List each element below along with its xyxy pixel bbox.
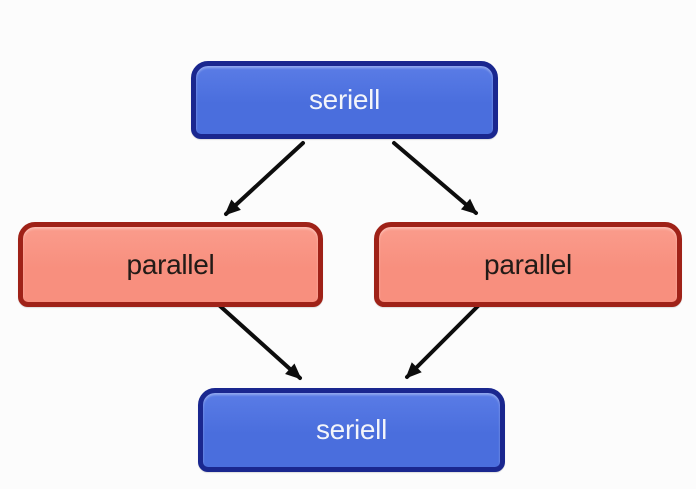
arrow-right-to-bottom: [405, 304, 480, 379]
node-seriell-top: seriell: [191, 61, 498, 139]
node-seriell-top-label: seriell: [308, 84, 381, 115]
node-parallel-right: parallel: [374, 222, 682, 307]
node-parallel-right-label: parallel: [484, 248, 572, 280]
node-parallel-left: parallel: [18, 222, 323, 307]
arrow-left-to-bottom: [218, 304, 302, 380]
arrow-top-to-right: [392, 141, 478, 215]
node-seriell-bottom: seriell: [198, 388, 505, 472]
node-parallel-left-label: parallel: [126, 248, 215, 280]
arrow-top-to-left: [224, 141, 305, 216]
node-seriell-bottom-label: seriell: [315, 414, 388, 445]
